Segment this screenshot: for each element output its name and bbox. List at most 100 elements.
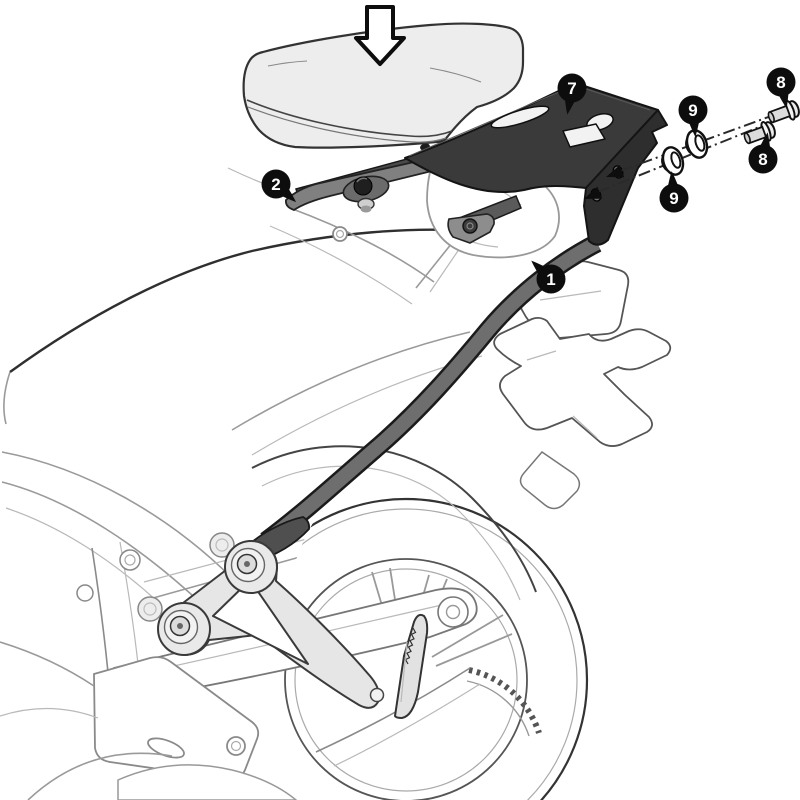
chain-line — [315, 667, 471, 753]
screw — [743, 121, 776, 145]
seat-seam-inner — [247, 106, 447, 143]
washer-edge — [661, 154, 670, 173]
engine-line — [27, 752, 173, 800]
washer — [661, 146, 685, 176]
washer-edge — [685, 137, 694, 156]
undertail-bodywork — [415, 237, 672, 510]
front-mount-bolt-inner — [466, 222, 474, 230]
callout-1: 1 — [531, 260, 566, 294]
frame-plug — [209, 532, 235, 558]
plate-opening — [562, 123, 606, 148]
engine-cover — [117, 764, 298, 800]
callout-7: 7 — [557, 73, 587, 115]
callout-bubble — [678, 95, 708, 125]
tail-panel-line — [231, 331, 471, 431]
screw — [767, 100, 800, 124]
bolt-highlight — [356, 177, 368, 183]
down-arrow-icon — [354, 5, 406, 66]
tail-bracket-piece — [493, 316, 672, 447]
rim-inner-line — [294, 568, 518, 792]
sprocket-teeth — [468, 667, 542, 734]
body-line — [5, 507, 159, 603]
footpeg-body — [393, 613, 429, 720]
callout-number: 9 — [669, 189, 678, 208]
washer-hole — [670, 151, 682, 169]
rear-fender-inner — [261, 465, 521, 601]
tail-lower-piece — [519, 451, 581, 510]
grommet-inner — [335, 229, 345, 239]
detail-line — [526, 350, 557, 361]
insertion-arrow-icon — [584, 186, 603, 199]
callout-2: 2 — [261, 169, 297, 203]
footpeg-hanger-bracket — [157, 540, 385, 709]
footpeg — [393, 613, 429, 720]
screw-tip — [743, 132, 751, 145]
pillion-seat — [242, 22, 525, 149]
frame-plates — [0, 532, 298, 800]
seat-stitch-line — [429, 67, 482, 83]
frame-plate — [93, 656, 260, 781]
underseat-panel-line — [289, 207, 435, 283]
frame-hole-inner — [230, 740, 242, 752]
grommet — [332, 226, 348, 242]
callout-9-top: 9 — [678, 95, 708, 137]
seat-stitch-line — [267, 60, 308, 67]
callout-bubble — [557, 73, 587, 103]
plate-bevel-line — [408, 85, 574, 157]
plate-slot — [490, 105, 550, 129]
frame-hole — [226, 736, 246, 756]
callout-number: 1 — [546, 270, 555, 289]
body-line — [3, 371, 11, 425]
mounting-hardware — [584, 100, 800, 199]
boss-bolt-center — [244, 561, 250, 567]
plate-side-wall — [583, 109, 668, 246]
bracket-bolt-dome — [353, 176, 373, 196]
assembly-axis-line — [619, 106, 797, 172]
boss-bolt-center — [177, 623, 183, 629]
body-line — [1, 481, 205, 607]
chain-line — [333, 683, 481, 767]
callout-number: 2 — [271, 175, 280, 194]
engine-line — [0, 707, 99, 719]
frame-plug-inner — [215, 538, 229, 552]
tire-inner-line — [282, 508, 578, 800]
arrowhead — [584, 186, 603, 199]
rack-top-plate — [404, 82, 659, 194]
sprocket-inner — [466, 680, 530, 737]
frame-hole — [76, 584, 94, 602]
axle-block — [437, 596, 469, 628]
rim-outline — [284, 558, 528, 800]
insertion-arrow-icon — [606, 165, 625, 178]
callout-bubble — [766, 67, 796, 97]
detail-line — [539, 290, 602, 301]
washer-hole — [694, 134, 706, 152]
panel-gap-line — [415, 237, 457, 289]
callout-bubble — [659, 183, 689, 213]
callout-8-bottom: 8 — [748, 132, 778, 174]
pivot-hole — [369, 687, 385, 703]
callout-number: 8 — [776, 73, 785, 92]
bracket-cutout — [212, 579, 309, 665]
plate-bevel-line — [576, 85, 651, 111]
engine-line — [0, 641, 95, 687]
seat-seam — [246, 99, 453, 138]
front-mount-bolt — [462, 218, 478, 234]
footpeg-serration — [404, 627, 417, 665]
body-line — [1, 451, 233, 579]
spoke — [435, 633, 513, 667]
rear-fender-edge — [251, 445, 537, 593]
detail-line — [572, 415, 598, 439]
axle-block-inner — [445, 604, 461, 620]
callouts: 7 9 8 8 9 2 1 — [261, 67, 796, 294]
callout-number: 7 — [567, 79, 576, 98]
arrowhead — [606, 165, 625, 178]
underseat-panel-line — [269, 225, 413, 305]
frame-hole-inner — [124, 554, 136, 566]
bracket-spacer-base — [360, 205, 372, 213]
spoke — [431, 614, 504, 658]
callout-9-bottom: 9 — [659, 171, 689, 213]
frame-hole — [119, 549, 141, 571]
screw-tip — [767, 111, 775, 124]
